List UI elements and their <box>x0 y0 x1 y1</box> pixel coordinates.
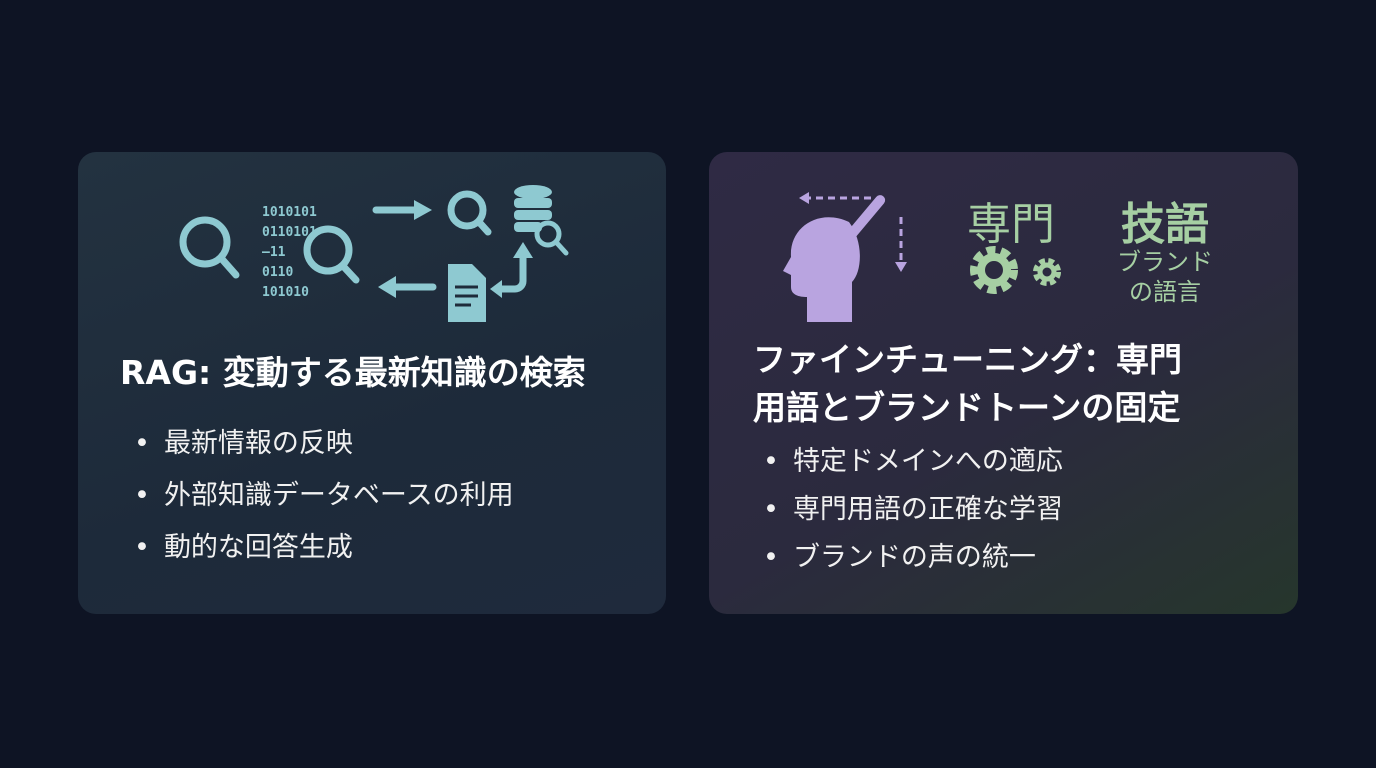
list-item: ブランドの声の統一 <box>763 534 1063 582</box>
binary-data-icon: 1010101 0110101 —11 0110 101010 <box>262 205 317 300</box>
icon-word-language: の語言 <box>1129 278 1201 306</box>
list-item: 特定ドメインへの適応 <box>763 438 1063 486</box>
svg-text:—11: —11 <box>262 245 286 260</box>
rag-bullets: 最新情報の反映 外部知識データベースの利用 動的な回答生成 <box>134 418 514 574</box>
search-icon <box>303 225 360 284</box>
brain-head-icon <box>783 195 886 322</box>
arrow-up-icon <box>496 252 527 293</box>
database-search-icon <box>514 185 552 232</box>
finetune-icons <box>783 192 1061 322</box>
icon-word-brand: ブランド <box>1117 248 1213 276</box>
search-icon <box>447 190 492 236</box>
finetune-card: 専門 技語 ブランド の語言 ファインチューニング：専門 用語とブランドトーンの… <box>709 152 1298 614</box>
rag-title: RAG: 変動する最新知識の検索 <box>120 353 586 392</box>
icon-word-senmon: 専門 <box>967 199 1055 250</box>
svg-text:0110: 0110 <box>262 265 293 280</box>
svg-text:0110101: 0110101 <box>262 225 317 240</box>
list-item: 専門用語の正確な学習 <box>763 486 1063 534</box>
search-icon <box>179 216 240 279</box>
svg-text:1010101: 1010101 <box>262 205 317 220</box>
finetune-bullets: 特定ドメインへの適応 専門用語の正確な学習 ブランドの声の統一 <box>763 438 1063 582</box>
document-icon <box>448 264 486 322</box>
list-item: 外部知識データベースの利用 <box>134 470 514 522</box>
list-item: 最新情報の反映 <box>134 418 514 470</box>
icon-word-gigo: 技語 <box>1121 199 1209 250</box>
finetune-title: ファインチューニング：専門 用語とブランドトーンの固定 <box>753 340 1182 427</box>
rag-icons: 1010101 0110101 —11 0110 101010 <box>179 185 569 322</box>
list-item: 動的な回答生成 <box>134 522 514 574</box>
rag-card: 1010101 0110101 —11 0110 101010 RAG: 変動す… <box>78 152 666 614</box>
gear-icon <box>970 246 1061 294</box>
svg-text:101010: 101010 <box>262 285 309 300</box>
